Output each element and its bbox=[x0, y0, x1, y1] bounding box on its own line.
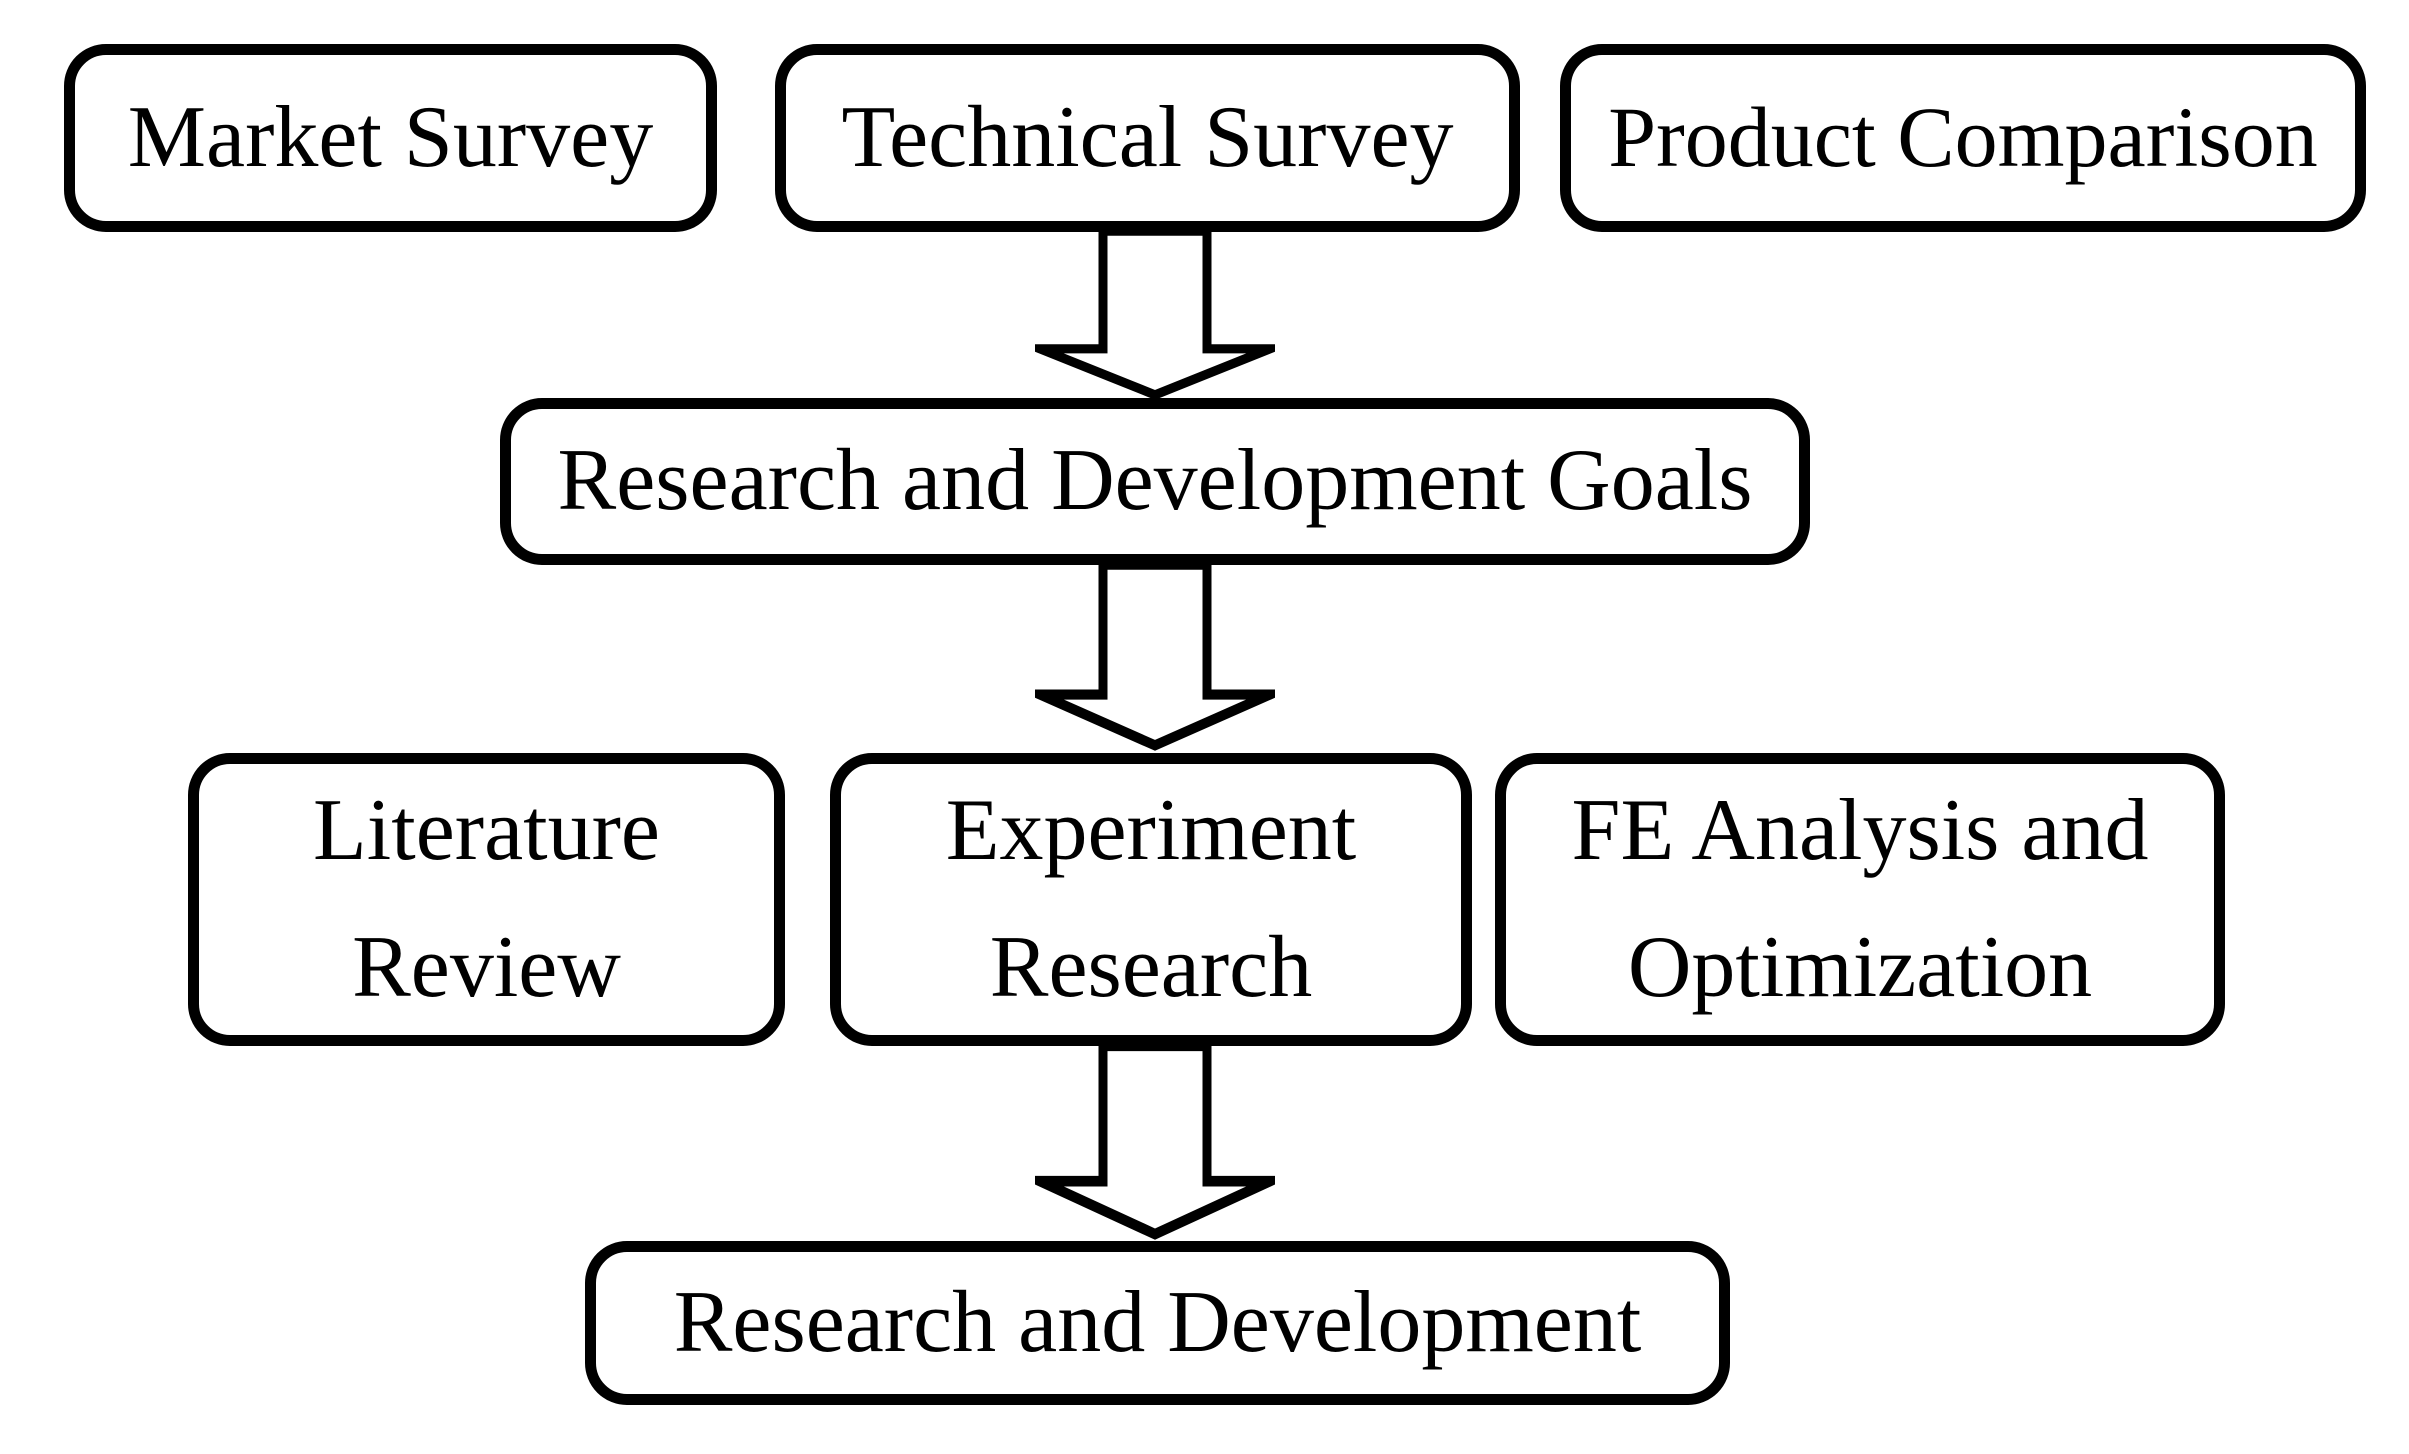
flowchart-node-fe-analysis-and-optimization: FE Analysis and Optimization bbox=[1495, 753, 2225, 1046]
block-arrow-shape bbox=[1035, 1040, 1275, 1240]
flowchart-node-product-comparison: Product Comparison bbox=[1560, 44, 2366, 232]
flowchart-node-research-and-development-goals: Research and Development Goals bbox=[500, 398, 1810, 565]
block-arrow-shape bbox=[1035, 226, 1275, 400]
down-arrow-to-research-row bbox=[1035, 559, 1275, 751]
flowchart-node-research-and-development: Research and Development bbox=[585, 1241, 1730, 1405]
flowchart-node-technical-survey: Technical Survey bbox=[775, 44, 1520, 232]
flowchart-node-literature-review: Literature Review bbox=[188, 753, 785, 1046]
flowchart-node-experiment-research: Experiment Research bbox=[830, 753, 1472, 1046]
down-arrow-to-research-and-development bbox=[1035, 1040, 1275, 1240]
down-arrow-to-goals bbox=[1035, 226, 1275, 400]
block-arrow-shape bbox=[1035, 559, 1275, 751]
flowchart-node-market-survey: Market Survey bbox=[64, 44, 717, 232]
